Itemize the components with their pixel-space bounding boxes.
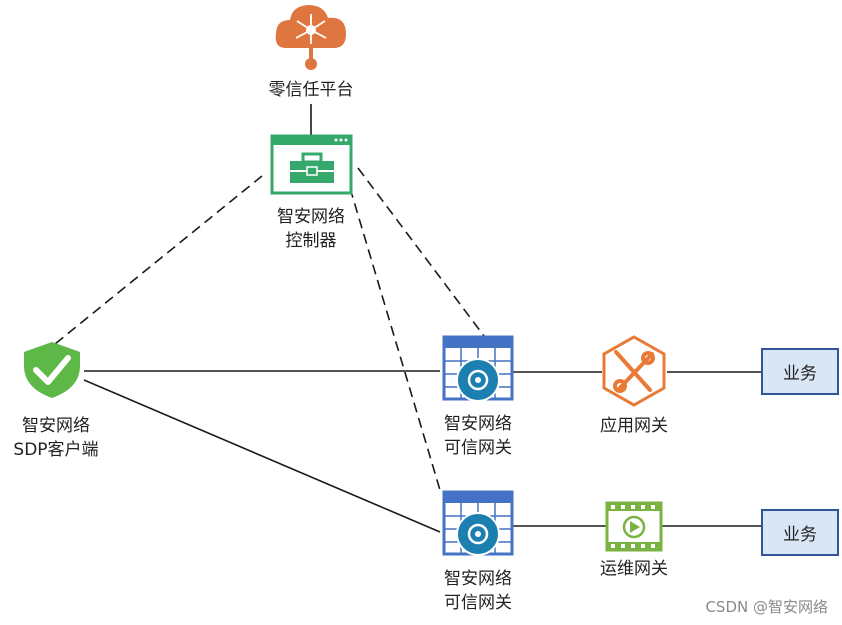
controller-line1: 智安网络 xyxy=(277,207,345,227)
gateway-bottom-line1: 智安网络 xyxy=(444,569,512,589)
ops-gateway-text: 运维网关 xyxy=(600,559,668,579)
app-gateway-text: 应用网关 xyxy=(600,416,668,436)
controller-line2: 控制器 xyxy=(285,231,337,251)
controller-label: 智安网络 控制器 xyxy=(246,205,376,253)
toolbox-window-icon xyxy=(270,134,353,195)
tools-hexagon-icon xyxy=(602,335,666,407)
business-bottom-text: 业务 xyxy=(783,525,817,545)
client-line2: SDP客户端 xyxy=(13,440,99,460)
gateway-bottom-label: 智安网络 可信网关 xyxy=(418,567,538,615)
gateway-top-line1: 智安网络 xyxy=(444,414,512,434)
app-gateway-label: 应用网关 xyxy=(584,414,684,438)
watermark: CSDN @智安网络 xyxy=(705,598,828,616)
dashed-controller-gateway-bottom xyxy=(349,187,441,491)
business-box-bottom: 业务 xyxy=(761,509,839,556)
client-label: 智安网络 SDP客户端 xyxy=(0,414,112,462)
business-top-text: 业务 xyxy=(783,364,817,384)
zero-trust-text: 零信任平台 xyxy=(268,80,354,100)
zero-trust-platform-label: 零信任平台 xyxy=(246,78,376,102)
gateway-bottom-line2: 可信网关 xyxy=(444,593,512,613)
film-play-icon xyxy=(605,501,663,552)
grid-disk-icon xyxy=(442,490,514,556)
grid-disk-icon xyxy=(442,335,514,402)
line-client-gateway-bottom xyxy=(83,379,441,533)
gateway-top-line2: 可信网关 xyxy=(444,438,512,458)
business-box-top: 业务 xyxy=(761,348,839,395)
cloud-network-icon xyxy=(275,5,346,70)
client-line1: 智安网络 xyxy=(22,416,90,436)
ops-gateway-label: 运维网关 xyxy=(584,557,684,581)
connectors xyxy=(54,104,761,533)
shield-check-icon xyxy=(24,342,80,398)
gateway-top-label: 智安网络 可信网关 xyxy=(418,412,538,460)
dashed-controller-client xyxy=(54,175,263,345)
dashed-controller-gateway-top xyxy=(357,167,485,337)
